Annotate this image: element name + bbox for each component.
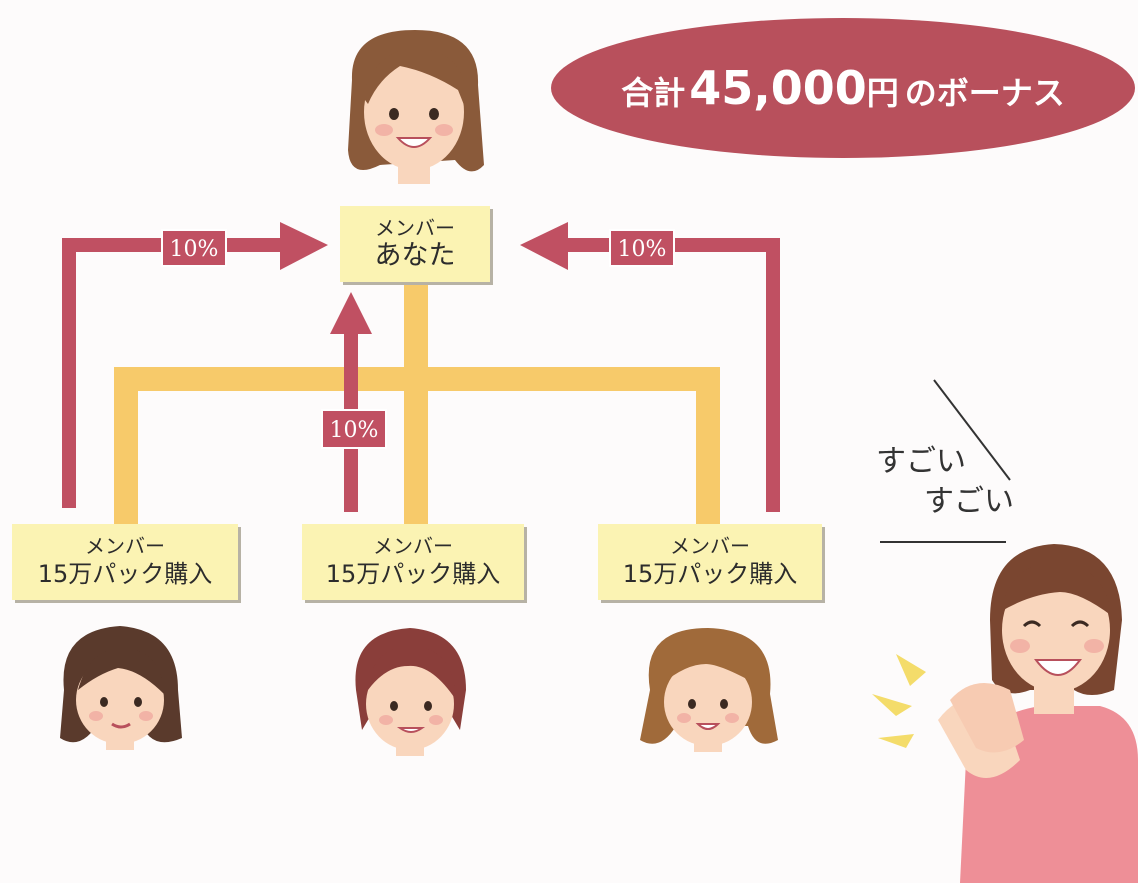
sparkle-icon [872,654,926,748]
center-arrow-head [330,292,372,334]
percent-badge-right: 10% [609,229,675,267]
bonus-suffix: のボーナス [905,74,1065,112]
bonus-banner: 合計45,000円のボーナス [551,18,1135,158]
member-role: メンバー [375,216,455,240]
svg-text:10%: 10% [170,237,219,262]
exclamation-1: すごい [876,444,966,479]
bonus-text: 合計45,000円のボーナス [621,61,1065,115]
member-box-right: メンバー 15万パック購入 [598,524,822,600]
member-name: 15万パック購入 [325,560,501,588]
right-arrow-head [520,222,568,270]
woman-avatar-left [60,626,182,750]
woman-avatar-center [355,628,466,756]
bonus-ellipse [551,18,1135,158]
bonus-amount: 45,000 [689,61,867,115]
woman-avatar-right [640,628,778,752]
member-role: メンバー [85,534,165,558]
member-box-left: メンバー 15万パック購入 [12,524,238,600]
exclaim-slash [933,379,1011,481]
percent-badge-left: 10% [161,229,227,267]
clapping-woman [938,544,1138,883]
left-arrow-vertical [62,238,76,508]
right-arrow-vertical [766,238,780,512]
exclamation-2: すごい [924,484,1014,519]
member-box-center: メンバー 15万パック購入 [302,524,524,600]
member-role: メンバー [670,534,750,558]
yellow-connectors [114,282,720,524]
member-name: 15万パック購入 [622,560,798,588]
percent-badges: 10% 10% 10% [161,229,675,449]
left-arrow-head [280,222,328,270]
member-name: あなた [374,240,456,271]
member-name: 15万パック購入 [37,560,213,588]
svg-text:10%: 10% [618,237,667,262]
svg-text:10%: 10% [330,418,379,443]
woman-avatar-top [348,30,484,184]
member-box-you: メンバー あなた [340,206,490,282]
percent-badge-center: 10% [321,409,387,449]
bonus-prefix: 合計 [621,74,685,112]
member-role: メンバー [373,534,453,558]
bonus-yen: 円 [867,74,899,112]
